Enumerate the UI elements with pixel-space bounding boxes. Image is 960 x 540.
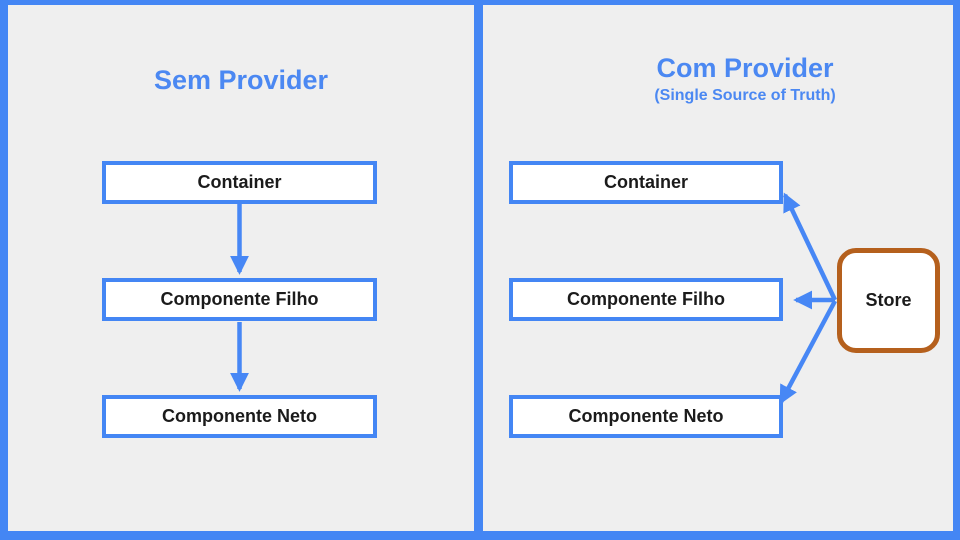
node-label: Container (197, 172, 282, 192)
node-componente-filho-right: Componente Filho (509, 278, 783, 321)
panel-sem-provider: Sem Provider Container Componente Filho … (8, 5, 474, 531)
node-componente-neto-left: Componente Neto (102, 395, 377, 438)
arrow-store-to-neto (779, 299, 837, 405)
node-label: Componente Neto (568, 406, 724, 426)
node-label: Componente Filho (567, 289, 725, 309)
node-label: Componente Neto (162, 406, 317, 426)
right-panel-subtitle: (Single Source of Truth) (654, 87, 836, 105)
panel-com-provider: Com Provider (Single Source of Truth) Co… (483, 5, 953, 531)
node-store: Store (837, 248, 940, 353)
node-container-right: Container (509, 161, 783, 204)
node-container-left: Container (102, 161, 377, 204)
arrow-store-to-container (782, 192, 838, 301)
store-label: Store (865, 290, 912, 310)
right-panel-title-wrap: Com Provider (Single Source of Truth) (510, 53, 960, 105)
left-panel-title: Sem Provider (153, 65, 329, 95)
left-panel-title-wrap: Sem Provider (8, 65, 474, 96)
right-panel-title: Com Provider (656, 53, 834, 83)
node-componente-neto-right: Componente Neto (509, 395, 783, 438)
node-label: Container (603, 172, 688, 192)
node-componente-filho-left: Componente Filho (102, 278, 377, 321)
node-label: Componente Filho (160, 289, 319, 309)
